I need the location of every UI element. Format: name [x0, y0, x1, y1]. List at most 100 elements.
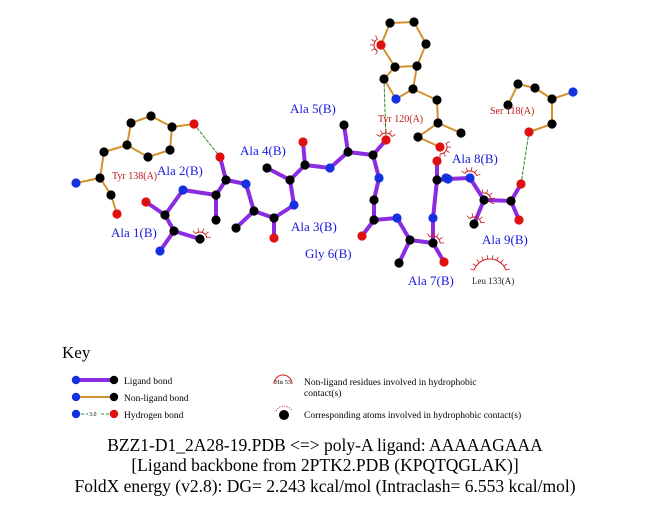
caption-line3: FoldX energy (v2.8): DG= 2.243 kcal/mol …	[74, 476, 575, 496]
nonligand-atom	[568, 87, 578, 97]
ligand-atom	[215, 152, 225, 162]
nonligand-atom	[376, 40, 386, 50]
key-ligand-bond-atom-left	[71, 375, 81, 385]
ligand-atom	[465, 173, 475, 183]
nonligand-atom	[71, 178, 81, 188]
nonligand-atom	[391, 94, 401, 104]
residue-label-ala2: Ala 2(B)	[157, 163, 203, 178]
nonligand-atom	[408, 84, 418, 94]
nonligand-atom	[435, 142, 445, 152]
key-nonligand-hydrophobic-line1: Non-ligand residues involved in hydropho…	[304, 378, 477, 388]
residue-label-tyr120: Tyr 120(A)	[378, 114, 423, 125]
nonligand-atom	[390, 62, 400, 72]
ligand-bond	[163, 188, 185, 217]
ligand-atom	[369, 215, 379, 225]
nonligand-atom	[421, 39, 431, 49]
hydrophobic-contact-arc	[439, 141, 451, 158]
nonligand-atom	[95, 173, 105, 183]
key-corresponding-atom	[279, 410, 289, 420]
nonligand-atom	[433, 118, 443, 128]
nonligand-atom	[547, 94, 557, 104]
ligand-atom	[369, 195, 379, 205]
key-hbond-atom-left	[71, 409, 81, 419]
ligand-atom	[289, 200, 299, 210]
hydrophobic-contact-arc	[481, 189, 495, 205]
nonligand-atom	[530, 83, 540, 93]
ligand-atom	[155, 246, 165, 256]
nonligand-atom	[189, 119, 199, 129]
hydrogen-bond	[193, 123, 221, 158]
nonligand-atom	[547, 119, 557, 129]
ligand-atom	[169, 226, 179, 236]
key-nonligand-hydrophobic-line2: contact(s)	[304, 388, 341, 399]
hydrophobic-contact-arc	[370, 35, 378, 55]
ligand-atom	[325, 163, 335, 173]
ligand-atom	[394, 258, 404, 268]
residue-label-ala5: Ala 5(B)	[290, 101, 336, 116]
ligand-atom	[381, 135, 391, 145]
ligand-atom	[300, 160, 310, 170]
ligand-atom	[392, 213, 402, 223]
residue-label-ala9: Ala 9(B)	[482, 232, 528, 247]
nonligand-atom	[143, 152, 153, 162]
ligand-atom	[439, 257, 449, 267]
ligand-atom	[374, 173, 384, 183]
ligand-bond	[244, 182, 256, 213]
key-nonligand-bond-atom-right	[109, 392, 119, 402]
nonligand-atom	[524, 127, 534, 137]
residue-label-ala4: Ala 4(B)	[240, 143, 286, 158]
ligand-atom	[269, 213, 279, 223]
residue-label-ala1: Ala 1(B)	[111, 225, 157, 240]
key-ligand-bond-atom-right	[109, 375, 119, 385]
key-nonligand-bond-label: Non-ligand bond	[124, 394, 189, 404]
caption: BZZ1-D1_2A28-19.PDB <=> poly-A ligand: A…	[74, 435, 575, 496]
ligand-atom	[479, 195, 489, 205]
nonligand-atom	[413, 132, 423, 142]
ligand-atom	[231, 223, 241, 233]
hydrophobic-contact-arc	[461, 167, 481, 176]
ligand-atom	[432, 175, 442, 185]
ligand-atom	[514, 215, 524, 225]
ligand-atom	[357, 231, 367, 241]
key-hbond-label: Hydrogen bond	[124, 411, 184, 421]
residue-label-ala3: Ala 3(B)	[291, 219, 337, 234]
residue-label-ala8: Ala 8(B)	[452, 151, 498, 166]
key-hbond-distance: 3.0	[89, 412, 97, 418]
key-hbond-atom-right	[109, 409, 119, 419]
caption-line1: BZZ1-D1_2A28-19.PDB <=> poly-A ligand: A…	[107, 435, 543, 455]
ligand-atom	[262, 163, 272, 173]
ligand-atom	[241, 179, 251, 189]
hydrophobic-contact-arc	[376, 129, 396, 137]
residue-label-leu133: Leu 133(A)	[472, 276, 514, 286]
hydrophobic-contact-arc	[427, 232, 444, 244]
key-corresponding-atoms-label: Corresponding atoms involved in hydropho…	[304, 410, 521, 421]
ligand-atom	[160, 210, 170, 220]
ligand-atom	[339, 120, 349, 130]
nonligand-atom	[409, 17, 419, 27]
ligand-atom	[141, 197, 151, 207]
nonligand-atom	[112, 209, 122, 219]
nonligand-atom	[146, 111, 156, 121]
ligand-atom	[516, 179, 526, 189]
ligand-atom	[343, 147, 353, 157]
residue-label-gly6: Gly 6(B)	[305, 246, 352, 261]
nonligand-atom	[122, 140, 132, 150]
nonligand-atom	[456, 128, 466, 138]
nonligand-atom	[106, 190, 116, 200]
atom-layer	[71, 17, 578, 268]
ligand-atom	[211, 190, 221, 200]
key-hbond-distance-bg	[88, 410, 100, 418]
ligand-atom	[441, 173, 451, 183]
key-example-residue: His 53	[275, 380, 291, 386]
ligand-bond	[181, 188, 218, 197]
hbond-layer	[193, 78, 530, 185]
residue-label-tyr138: Tyr 138(A)	[112, 171, 157, 182]
ligand-atom	[269, 233, 279, 243]
ligand-atom	[211, 215, 221, 225]
ligand-atom	[298, 137, 308, 147]
nonligand-atom	[99, 147, 109, 157]
nonligand-atom	[379, 74, 389, 84]
residue-label-layer: Ala 1(B) Ala 2(B) Ala 3(B) Ala 4(B) Ala …	[111, 101, 534, 288]
nonligand-atom	[432, 95, 442, 105]
